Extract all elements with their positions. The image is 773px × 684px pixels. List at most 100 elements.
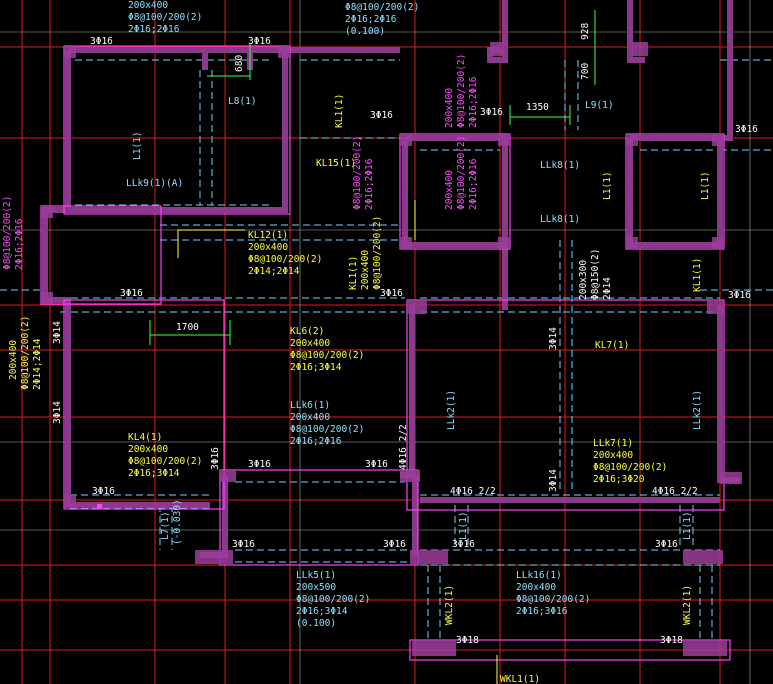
- vert-l7-2: (-0.030): [172, 499, 183, 545]
- vert-mid-3: 2Φ14: [602, 277, 613, 300]
- vert-mid-2: Φ8@150(2): [590, 249, 601, 300]
- kl12-2: 200x400: [248, 242, 288, 253]
- vert-llk2-b: LLk2(1): [692, 390, 703, 430]
- rebar-b-2: 3Φ16: [383, 539, 406, 550]
- llk16-4: 2Φ16;3Φ16: [516, 606, 568, 617]
- vert-3f14-a: 3Φ14: [52, 321, 63, 344]
- label-wkl: WKL1(1): [500, 674, 540, 684]
- llk16-3: Φ8@100/200(2): [516, 594, 590, 605]
- dim-928: 928: [580, 23, 591, 40]
- vert-mid-1: 200x300: [578, 260, 589, 300]
- llk7-2: 200x400: [593, 450, 633, 461]
- vert-magenta-4: 200x400: [444, 170, 455, 210]
- left-yellow-3: 2Φ14;2Φ14: [32, 338, 43, 390]
- vert-wkl2-b: WKL2(1): [682, 585, 693, 625]
- kl12-3: Φ8@100/200(2): [248, 254, 322, 265]
- kl12-1: KL12(1): [248, 230, 288, 241]
- vert-magenta-2: Φ8@100/200(2): [456, 54, 467, 128]
- llk5-1: LLk5(1): [296, 570, 336, 581]
- vert-3f14-d: 3Φ14: [548, 469, 559, 492]
- kl6-4: 2Φ16;3Φ14: [290, 362, 342, 373]
- label-kl7: KL7(1): [595, 340, 629, 351]
- label-llk8-a: LLk8(1): [540, 160, 580, 171]
- highlight-frames: [177, 200, 498, 684]
- vert-l1-bot-r: L1(1): [682, 511, 693, 540]
- rebar-bottom-1: 3Φ18: [456, 635, 479, 646]
- rebar-mid-3: 3Φ16: [728, 290, 751, 301]
- note-top-left-3: 2Φ16;2Φ16: [128, 24, 180, 35]
- label-l9: L9(1): [585, 100, 614, 111]
- dim-700: 700: [580, 63, 591, 80]
- llk5-3: Φ8@100/200(2): [296, 594, 370, 605]
- label-kl15: KL15(1): [316, 158, 356, 169]
- kl4-4: 2Φ16;3Φ14: [128, 468, 180, 479]
- vert-magenta-6: 2Φ16;2Φ16: [468, 158, 479, 210]
- vert-3f16-c: 3Φ16: [210, 447, 221, 470]
- rebar-b-3: 3Φ16: [452, 539, 475, 550]
- kl4-3: Φ8@100/200(2): [128, 456, 202, 467]
- dimension-lines: [149, 10, 596, 345]
- left-yellow-1: 200x400: [8, 340, 19, 380]
- rebar-b-4: 3Φ16: [655, 539, 678, 550]
- vert-3f14-c: 3Φ14: [548, 327, 559, 350]
- vert-3f14-b: 3Φ14: [52, 401, 63, 424]
- rebar-bottom-2: 3Φ18: [660, 635, 683, 646]
- left-magenta-2: 2Φ16;2Φ16: [14, 218, 25, 270]
- llk6-2: 200x400: [290, 412, 330, 423]
- llk5-4: 2Φ16;3Φ14: [296, 606, 348, 617]
- kl6-1: KL6(2): [290, 326, 324, 337]
- beam-outlines: [40, 45, 731, 661]
- rebar-top-4: 3Φ16: [735, 124, 758, 135]
- vert-magenta-1: 200x400: [444, 88, 455, 128]
- vert-4f16: 4Φ16 2/2: [398, 424, 409, 470]
- vert-wkl2-a: WKL2(1): [444, 585, 455, 625]
- llk16-1: LLk16(1): [516, 570, 562, 581]
- vert-kl1-b: KL1(1): [348, 256, 359, 290]
- columns: [41, 42, 742, 656]
- kl6-3: Φ8@100/200(2): [290, 350, 364, 361]
- kl4-2: 200x400: [128, 444, 168, 455]
- rebar-low-5: 4Φ16 2/2: [652, 486, 698, 497]
- llk6-4: 2Φ16;2Φ16: [290, 436, 342, 447]
- rebar-top-5: 3Φ16: [370, 110, 393, 121]
- rebar-top-1: 3Φ16: [90, 36, 113, 47]
- llk5-5: (0.100): [296, 618, 336, 629]
- kl12-4: 2Φ14;2Φ14: [248, 266, 300, 277]
- note-top-mid-2: 2Φ16;2Φ16: [345, 14, 397, 25]
- rebar-low-2: 3Φ16: [365, 459, 388, 470]
- llk16-2: 200x400: [516, 582, 556, 593]
- beam-dashed-lines: [0, 59, 773, 640]
- llk6-3: Φ8@100/200(2): [290, 424, 364, 435]
- vert-l7-1: L7(1): [160, 511, 171, 540]
- rebar-top-2: 3Φ16: [248, 36, 271, 47]
- dim-1350: 1350: [526, 102, 549, 113]
- label-l8: L8(1): [228, 96, 257, 107]
- vert-kl1-d: Φ8@100/200(2): [372, 216, 383, 290]
- vert-magenta-5: Φ8@100/200(2): [456, 136, 467, 210]
- note-top-mid-3: (0.100): [345, 26, 385, 37]
- vert-l3: L1(1): [602, 171, 613, 200]
- rebar-low-3: 3Φ16: [92, 486, 115, 497]
- rebar-top-3: 3Φ16: [480, 107, 503, 118]
- selection-marker[interactable]: [97, 504, 102, 509]
- llk7-4: 2Φ16;3Φ20: [593, 474, 645, 485]
- rebar-mid-2: 3Φ16: [380, 288, 403, 299]
- note-top-left-2: Φ8@100/200(2): [128, 12, 202, 23]
- vert-l2: L1(1): [700, 171, 711, 200]
- vert-llk2-a: LLk2(1): [446, 390, 457, 430]
- llk5-2: 200x500: [296, 582, 336, 593]
- llk6-1: LLk6(1): [290, 400, 330, 411]
- dim-680: 680: [234, 55, 245, 72]
- rebar-low-4: 4Φ16 2/2: [450, 486, 496, 497]
- kl4-1: KL4(1): [128, 432, 162, 443]
- beam-labels: 200x400 Φ8@100/200(2) 2Φ16;2Φ16 Φ8@100/2…: [2, 0, 758, 684]
- vert-kl1-r: KL1(1): [692, 258, 703, 292]
- note-top-mid-1: Φ8@100/200(2): [345, 2, 419, 13]
- vert-l1: L1(1): [132, 131, 143, 160]
- vert-kl1: KL1(1): [334, 94, 345, 128]
- rebar-mid-1: 3Φ16: [120, 288, 143, 299]
